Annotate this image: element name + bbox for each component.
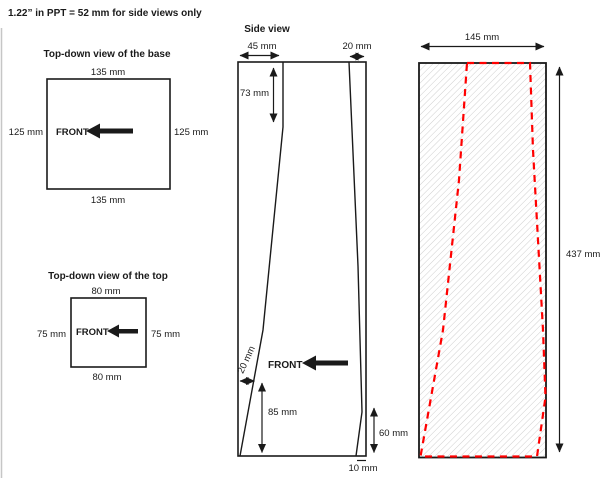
side-front-arrow-icon: [302, 355, 348, 371]
side-profile-left-line: [239, 62, 284, 457]
base-front-arrow-icon: [86, 123, 133, 139]
side-dim-45: 45 mm: [247, 41, 276, 52]
panel-red-dashed-profile: [419, 61, 547, 458]
top-dim-bottom: 80 mm: [92, 372, 121, 383]
top-view-title: Top-down view of the top: [48, 271, 168, 282]
base-dim-bottom: 135 mm: [91, 195, 125, 206]
side-dim-20-top: 20 mm: [342, 41, 371, 52]
base-front-label: FRONT: [56, 127, 89, 138]
side-dim-10: 10 mm: [348, 463, 377, 474]
side-profile-right-line: [348, 61, 363, 457]
top-dim-left: 75 mm: [37, 329, 66, 340]
top-front-arrow-icon: [107, 324, 138, 338]
side-dim-20-lower: 20 mm: [236, 344, 258, 375]
top-dim-right: 75 mm: [151, 329, 180, 340]
panel-dim-437: 437 mm: [566, 249, 600, 260]
base-dim-top: 135 mm: [91, 67, 125, 78]
top-front-label: FRONT: [76, 327, 109, 338]
base-dim-right: 125 mm: [174, 127, 208, 138]
panel-hatched-rect: [418, 62, 547, 459]
base-view-title: Top-down view of the base: [43, 49, 170, 60]
base-dim-left: 125 mm: [9, 127, 43, 138]
top-dim-top: 80 mm: [91, 286, 120, 297]
side-front-label: FRONT: [268, 360, 302, 371]
side-dim-85: 85 mm: [268, 407, 297, 418]
side-dim-73: 73 mm: [240, 88, 269, 99]
side-view-title: Side view: [244, 24, 290, 35]
panel-dim-145: 145 mm: [465, 32, 499, 43]
top-square: [70, 297, 147, 368]
side-dim-60: 60 mm: [379, 428, 408, 439]
scale-note: 1.22” in PPT = 52 mm for side views only: [8, 8, 202, 19]
side-view-outline: [237, 61, 367, 457]
base-square: [46, 78, 171, 190]
